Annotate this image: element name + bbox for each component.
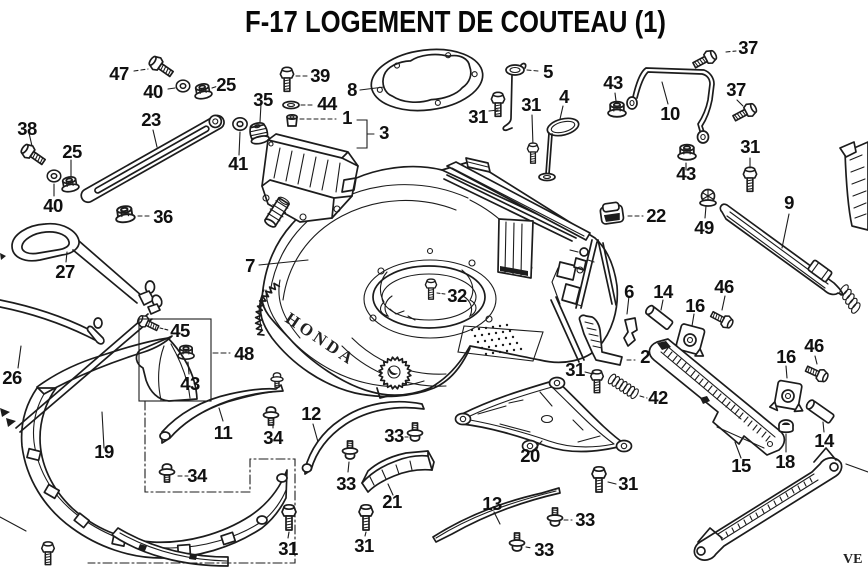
svg-text:33: 33 [336,473,356,494]
svg-text:31: 31 [740,136,760,157]
svg-text:2: 2 [640,346,650,367]
svg-text:27: 27 [55,261,75,282]
svg-text:3: 3 [379,122,389,143]
svg-text:48: 48 [234,343,254,364]
svg-text:VE: VE [843,552,862,567]
svg-text:6: 6 [624,281,634,302]
svg-text:34: 34 [187,465,208,486]
svg-text:37: 37 [726,79,746,100]
svg-text:35: 35 [253,89,273,110]
svg-text:46: 46 [804,335,824,356]
svg-text:18: 18 [775,451,795,472]
svg-text:42: 42 [648,387,668,408]
svg-text:20: 20 [520,445,540,466]
svg-text:11: 11 [214,422,233,443]
svg-text:7: 7 [245,255,255,276]
svg-text:12: 12 [301,403,321,424]
svg-text:10: 10 [660,103,680,124]
svg-text:44: 44 [317,93,338,114]
svg-text:31: 31 [278,538,298,559]
svg-text:34: 34 [263,427,284,448]
svg-text:F-17 LOGEMENT DE COUTEAU (1): F-17 LOGEMENT DE COUTEAU (1) [245,4,666,39]
svg-text:25: 25 [216,74,236,95]
svg-text:32: 32 [447,285,467,306]
svg-text:15: 15 [731,455,751,476]
svg-text:37: 37 [738,37,758,58]
svg-text:9: 9 [784,192,794,213]
svg-text:38: 38 [17,118,37,139]
svg-text:31: 31 [521,94,541,115]
svg-text:31: 31 [565,359,585,380]
svg-text:31: 31 [618,473,638,494]
svg-text:13: 13 [482,493,502,514]
svg-text:45: 45 [170,320,190,341]
svg-text:40: 40 [143,81,163,102]
svg-text:39: 39 [310,65,330,86]
svg-text:4: 4 [559,86,570,107]
svg-text:14: 14 [814,430,835,451]
svg-text:23: 23 [141,109,161,130]
svg-text:33: 33 [384,425,404,446]
svg-text:31: 31 [354,535,374,556]
svg-text:33: 33 [534,539,554,560]
svg-text:49: 49 [694,217,714,238]
svg-text:33: 33 [575,509,595,530]
svg-text:26: 26 [2,367,22,388]
svg-text:31: 31 [468,106,488,127]
svg-text:22: 22 [646,205,666,226]
svg-text:8: 8 [347,79,357,100]
svg-text:21: 21 [382,491,402,512]
svg-text:16: 16 [776,346,796,367]
svg-text:43: 43 [603,72,623,93]
svg-text:40: 40 [43,195,63,216]
svg-text:47: 47 [109,63,129,84]
svg-text:43: 43 [676,163,696,184]
svg-text:36: 36 [153,206,173,227]
svg-text:5: 5 [543,61,553,82]
svg-text:25: 25 [62,141,82,162]
svg-text:43: 43 [180,373,200,394]
svg-text:46: 46 [714,276,734,297]
svg-text:14: 14 [653,281,674,302]
svg-text:16: 16 [685,295,705,316]
svg-text:1: 1 [342,107,352,128]
svg-text:41: 41 [228,153,248,174]
svg-text:19: 19 [94,441,114,462]
